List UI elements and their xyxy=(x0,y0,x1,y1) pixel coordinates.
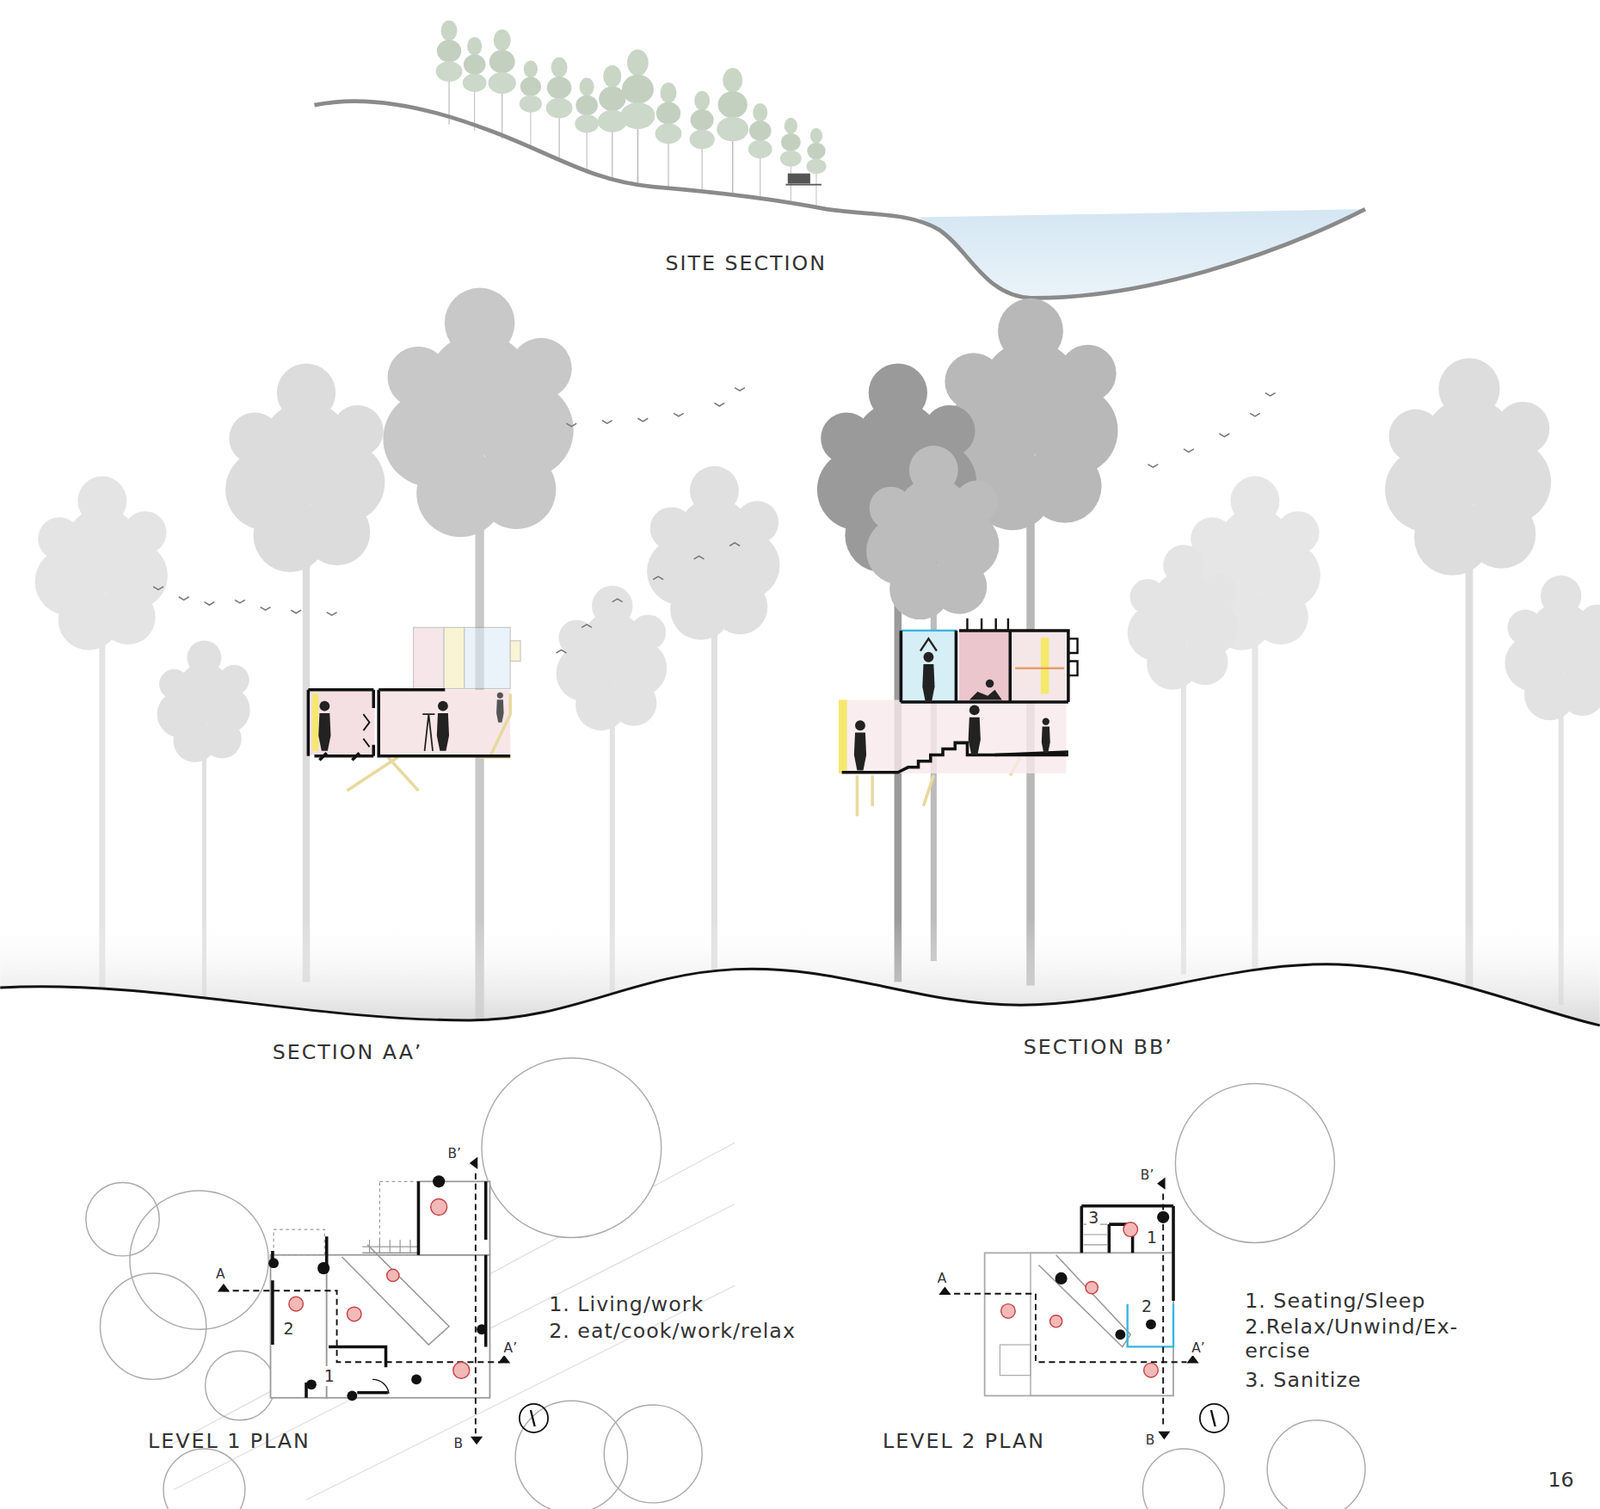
room-legend: 1. Seating/Sleep xyxy=(1244,1288,1426,1313)
section-marker: A’ xyxy=(502,1340,519,1357)
room-number: 1 xyxy=(322,1366,337,1386)
section-marker: A xyxy=(214,1266,228,1283)
room-legend: 3. Sanitize xyxy=(1244,1367,1361,1392)
room-legend: 2. eat/cook/work/relax xyxy=(548,1318,796,1343)
section-marker: B xyxy=(451,1435,465,1453)
section-title: SECTION AA’ xyxy=(272,1040,424,1065)
room-number: 3 xyxy=(1086,1207,1101,1228)
section-marker: B xyxy=(1144,1432,1157,1449)
room-legend: 1. Living/work xyxy=(548,1292,704,1317)
page-number: 16 xyxy=(1548,1467,1575,1492)
room-number: 2 xyxy=(1139,1296,1154,1317)
section-marker: A xyxy=(935,1270,949,1287)
section-title: SECTION BB’ xyxy=(1023,1034,1174,1059)
section-marker: B’ xyxy=(1138,1167,1156,1184)
room-legend: 2.Relax/Unwind/Ex- ercise xyxy=(1244,1314,1510,1364)
section-marker: B’ xyxy=(445,1145,462,1163)
section-bb-building xyxy=(838,618,1078,817)
forest xyxy=(0,288,1600,1083)
section-marker: A’ xyxy=(1189,1340,1207,1357)
room-number: 1 xyxy=(1144,1227,1159,1248)
site-section xyxy=(313,20,1366,299)
plan-title: LEVEL 1 PLAN xyxy=(147,1428,311,1453)
level-1-plan xyxy=(86,1058,735,1509)
plan-title: LEVEL 2 PLAN xyxy=(882,1428,1046,1453)
room-number: 2 xyxy=(281,1318,296,1339)
section-aa-building xyxy=(307,627,521,791)
section-title: SITE SECTION xyxy=(664,251,827,276)
